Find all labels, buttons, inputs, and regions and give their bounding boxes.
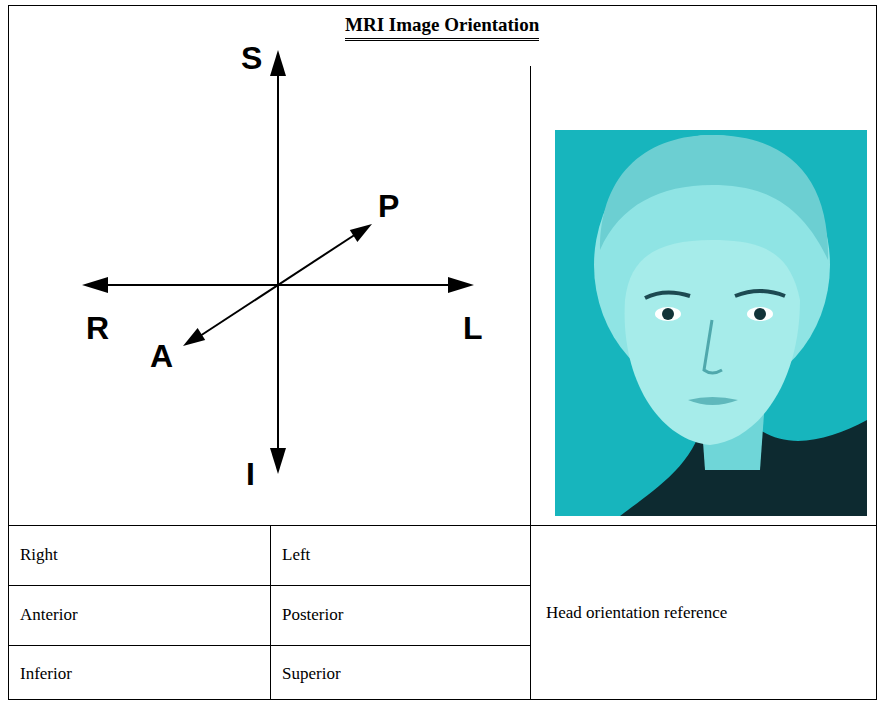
axis-letter: I — [246, 458, 255, 490]
portrait-photo — [555, 130, 867, 516]
table-cell: Right — [20, 545, 58, 565]
axis-letter: L — [463, 312, 483, 344]
table-title: MRI Image Orientation — [345, 14, 539, 41]
table-cell: Posterior — [282, 605, 343, 625]
table-cell: Superior — [282, 664, 341, 684]
table-cell: Head orientation reference — [546, 603, 727, 623]
row-divider — [8, 525, 877, 526]
column-divider — [270, 525, 271, 700]
arrowheads — [82, 50, 474, 474]
axis-lines — [100, 70, 455, 455]
table-border — [9, 6, 877, 700]
column-divider — [530, 66, 531, 700]
axis-letter: S — [241, 42, 262, 74]
axis-letter: R — [86, 312, 109, 344]
table-cell: Inferior — [20, 664, 72, 684]
table-cell: Anterior — [20, 605, 78, 625]
row-divider — [8, 645, 530, 646]
row-divider — [8, 585, 530, 586]
axis-letter: A — [150, 340, 173, 372]
table-cell: Left — [282, 545, 310, 565]
axis-letter: P — [378, 190, 399, 222]
